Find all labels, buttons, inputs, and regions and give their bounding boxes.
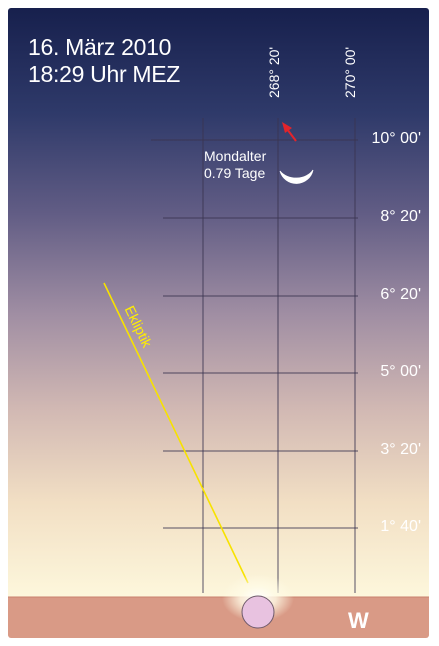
- sky-chart-panel: 16. März 2010 18:29 Uhr MEZ 268° 20' 270…: [8, 8, 429, 638]
- altitude-label: 3° 20': [380, 441, 421, 458]
- altitude-label: 5° 00': [380, 363, 421, 380]
- altitude-label: 10° 00': [371, 130, 422, 147]
- moon-motion-arrowhead: [282, 122, 292, 133]
- altitude-label: 6° 20': [380, 286, 421, 303]
- caption-date: 16. März 2010: [28, 34, 172, 60]
- altitude-label: 1° 40': [380, 518, 421, 535]
- direction-west-label: W: [348, 608, 369, 633]
- altitude-label: 8° 20': [380, 208, 421, 225]
- sun-disk: [241, 595, 275, 629]
- moon-crescent: [279, 169, 314, 184]
- caption-time: 18:29 Uhr MEZ: [28, 61, 181, 87]
- longitude-label: 270° 00': [342, 46, 358, 98]
- moon-label-line1: Mondalter: [204, 148, 267, 164]
- ecliptic-line: [103, 282, 249, 584]
- sky-background: [8, 8, 429, 597]
- longitude-label: 268° 20': [266, 46, 282, 98]
- sky-scene: [8, 8, 429, 638]
- ground-strip: [8, 597, 429, 638]
- moon-label-line2: 0.79 Tage: [204, 165, 266, 181]
- moon-motion-arrow: [286, 128, 297, 142]
